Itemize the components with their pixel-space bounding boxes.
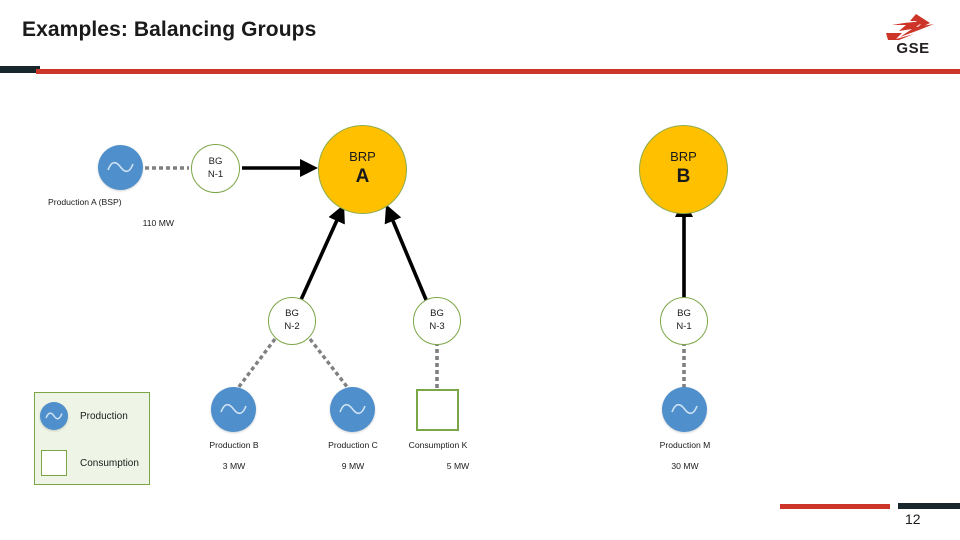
- page-number: 12: [905, 511, 921, 527]
- consumption-k-node[interactable]: [416, 389, 459, 431]
- production-c-value: 9 MW: [341, 461, 365, 471]
- footer-rule-red: [780, 504, 890, 509]
- sine-wave-icon: [107, 161, 134, 173]
- bg-node-n1-right[interactable]: BG N-1: [660, 297, 708, 345]
- production-swatch-icon: [40, 402, 68, 430]
- sine-wave-icon: [339, 403, 366, 415]
- link-bg-n2-to-brp-a: [298, 204, 345, 303]
- page-title: Examples: Balancing Groups: [22, 18, 317, 41]
- consumption-k-value: 5 MW: [446, 461, 470, 471]
- link-bg-n3-to-brp-a: [384, 204, 429, 303]
- bg-node-n2[interactable]: BG N-2: [268, 297, 316, 345]
- bg-node-n1-left-line1: BG: [208, 155, 223, 167]
- bg-node-n1-right-line2: N-1: [676, 321, 692, 332]
- brp-node-a-name: A: [355, 165, 370, 187]
- bg-node-n3-line2: N-3: [429, 321, 445, 332]
- brp-node-b[interactable]: BRP B: [639, 125, 728, 214]
- legend-item-consumption: Consumption: [41, 450, 139, 476]
- bg-node-n2-line2: N-2: [284, 321, 300, 332]
- footer-rule-dark: [898, 503, 960, 509]
- production-c-label: Production C: [328, 440, 378, 450]
- sine-wave-icon: [45, 412, 63, 420]
- legend-item-production: Production: [40, 402, 128, 430]
- production-a-value: 110 MW: [142, 218, 174, 228]
- brp-node-b-kind: BRP: [670, 149, 697, 165]
- diagram-canvas: Production A (BSP) 110 MW BG N-1 BRP A B…: [0, 80, 960, 504]
- bg-node-n1-left[interactable]: BG N-1: [191, 144, 240, 193]
- legend-item-consumption-label: Consumption: [80, 457, 139, 469]
- bg-node-n2-line1: BG: [285, 308, 299, 320]
- gse-lightning-icon: [886, 14, 934, 40]
- bg-node-n1-right-line1: BG: [677, 308, 691, 320]
- bg-node-n1-left-line2: N-1: [207, 168, 224, 180]
- sine-wave-icon: [671, 403, 698, 415]
- consumption-k-label: Consumption K: [408, 440, 468, 450]
- link-bg-n2-to-production-c: [308, 337, 350, 390]
- bg-node-n3-line1: BG: [430, 308, 444, 320]
- production-b-node[interactable]: [211, 387, 256, 432]
- brp-node-a-kind: BRP: [349, 149, 376, 165]
- production-m-label: Production M: [659, 440, 711, 450]
- gse-logo: GSE: [878, 14, 948, 62]
- diagram-edges: [145, 159, 693, 390]
- consumption-swatch-icon: [41, 450, 67, 476]
- legend-item-production-label: Production: [80, 410, 128, 422]
- production-c-node[interactable]: [330, 387, 375, 432]
- brp-node-a[interactable]: BRP A: [318, 125, 407, 214]
- production-b-value: 3 MW: [222, 461, 246, 471]
- header-rule-red: [36, 69, 960, 74]
- production-b-label: Production B: [209, 440, 259, 450]
- production-a-label: Production A (BSP): [48, 197, 122, 207]
- link-bg-n2-to-production-b: [236, 337, 277, 390]
- sine-wave-icon: [220, 403, 247, 415]
- bg-node-n3[interactable]: BG N-3: [413, 297, 461, 345]
- production-m-value: 30 MW: [671, 461, 699, 471]
- gse-logo-text: GSE: [896, 40, 930, 57]
- production-m-node[interactable]: [662, 387, 707, 432]
- brp-node-b-name: B: [676, 165, 691, 187]
- header-rule-dark: [0, 66, 40, 73]
- production-a-node[interactable]: [98, 145, 143, 190]
